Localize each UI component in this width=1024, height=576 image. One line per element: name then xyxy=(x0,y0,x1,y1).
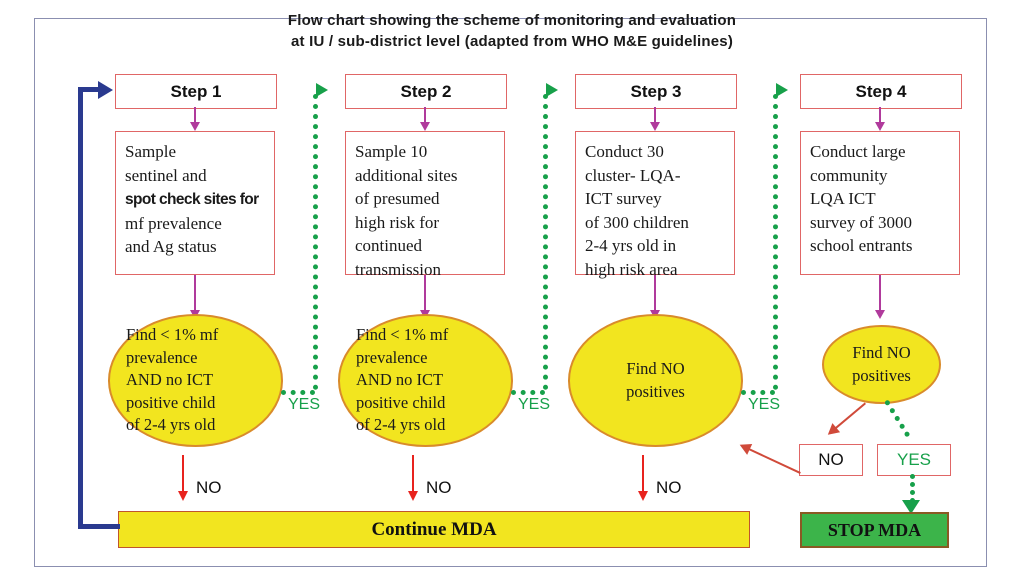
yes-path-2-horizontal xyxy=(511,390,545,395)
decision-line: positives xyxy=(626,381,685,401)
step-box-1[interactable]: Step 1 xyxy=(115,74,277,109)
chart-title: Flow chart showing the scheme of monitor… xyxy=(0,10,1024,52)
connector-desc3-to-oval3 xyxy=(650,275,660,319)
description-line: high risk for xyxy=(355,212,440,232)
connector-desc1-to-oval1 xyxy=(190,275,200,319)
decision-oval-3: Find NO positives xyxy=(568,314,743,447)
no-arrow-3 xyxy=(637,455,649,501)
yes-outcome-box[interactable]: YES xyxy=(877,444,951,476)
description-box-3: Conduct 30 cluster- LQA- ICT survey of 300 … xyxy=(575,131,735,279)
yes-arrow-1 xyxy=(316,83,328,97)
step-box-3[interactable]: Step 3 xyxy=(575,74,737,109)
no-arrow-2 xyxy=(407,455,419,501)
description-line: and Ag status xyxy=(125,237,217,256)
chart-title-line1: Flow chart showing the scheme of monitor… xyxy=(287,12,737,29)
description-line: Sample xyxy=(125,142,176,161)
decision-line: prevalence xyxy=(126,347,198,367)
return-path-vertical xyxy=(78,87,83,527)
yes-path-3-vertical xyxy=(773,94,778,390)
step-box-2[interactable]: Step 2 xyxy=(345,74,507,109)
description-line: mf prevalence xyxy=(125,213,222,233)
connector-desc4-to-oval4 xyxy=(875,275,885,319)
description-line: spot check sites for xyxy=(125,191,259,208)
description-line: community xyxy=(810,165,888,185)
no-label-3: NO xyxy=(656,478,682,497)
decision-line: prevalence xyxy=(356,347,428,367)
description-line: high risk area xyxy=(585,259,678,279)
description-line: additional sites xyxy=(355,165,458,185)
yes-label-2: YES xyxy=(518,396,551,413)
description-line: school entrants xyxy=(810,236,913,255)
yes-path-1-vertical xyxy=(313,94,318,390)
return-path-top xyxy=(78,87,100,92)
yes-arrow-2 xyxy=(546,83,558,97)
description-line: continued xyxy=(355,236,423,255)
return-path-arrow xyxy=(98,81,113,99)
description-line: Conduct 30 xyxy=(585,142,664,161)
description-line: survey of 3000 xyxy=(810,212,912,232)
no-label-2: NO xyxy=(426,478,452,497)
decision-line: Find NO xyxy=(626,359,685,378)
decision-oval-4: Find NO positives xyxy=(822,325,941,404)
description-line: ICT survey xyxy=(585,189,662,208)
connector-step1-to-desc1 xyxy=(190,107,200,131)
connector-desc2-to-oval2 xyxy=(420,275,430,319)
decision-line: positives xyxy=(852,365,911,385)
yes-path-3-horizontal xyxy=(741,390,775,395)
decision-line: positive child xyxy=(126,392,216,412)
yes-path-2-vertical xyxy=(543,94,548,390)
stop-mda-bar[interactable]: STOP MDA xyxy=(800,512,949,548)
description-line: sentinel and xyxy=(125,165,207,185)
description-line: of 300 children xyxy=(585,212,689,232)
decision-line: of 2-4 yrs old xyxy=(126,415,216,435)
description-line: Sample 10 xyxy=(355,142,428,161)
connector-step3-to-desc3 xyxy=(650,107,660,131)
no-label-1: NO xyxy=(196,478,222,497)
description-box-1: Sample sentinel and spot check sites for mf… xyxy=(115,131,275,275)
no-outcome-box[interactable]: NO xyxy=(799,444,863,476)
yes-to-stop-arrow xyxy=(902,500,920,514)
step-box-4[interactable]: Step 4 xyxy=(800,74,962,109)
decision-line: Find < 1% mf xyxy=(126,325,219,345)
description-line: of presumed xyxy=(355,189,440,208)
yes-to-stop-line xyxy=(910,474,915,503)
decision-line: AND no ICT xyxy=(126,370,214,390)
decision-line: positive child xyxy=(356,392,446,412)
description-line: transmission xyxy=(355,259,441,279)
decision-line: AND no ICT xyxy=(356,370,444,390)
yes-path-1-horizontal xyxy=(281,390,315,395)
yes-arrow-3 xyxy=(776,83,788,97)
continue-mda-bar[interactable]: Continue MDA xyxy=(118,511,750,548)
chart-title-line2: at IU / sub-district level (adapted from… xyxy=(290,33,734,50)
return-path-bottom xyxy=(78,524,120,529)
decision-line: of 2-4 yrs old xyxy=(356,415,446,435)
yes-label-1: YES xyxy=(288,396,321,413)
no-arrow-1 xyxy=(177,455,189,501)
description-line: Conduct large xyxy=(810,142,906,161)
connector-step4-to-desc4 xyxy=(875,107,885,131)
description-box-2: Sample 10 additional sites of presumed high… xyxy=(345,131,505,279)
decision-line: Find < 1% mf xyxy=(356,325,449,345)
description-line: 2-4 yrs old in xyxy=(585,236,677,255)
description-line: cluster- LQA- xyxy=(585,165,681,185)
decision-line: Find NO xyxy=(852,343,911,362)
description-line: LQA ICT xyxy=(810,189,876,208)
yes-label-3: YES xyxy=(748,396,781,413)
connector-step2-to-desc2 xyxy=(420,107,430,131)
